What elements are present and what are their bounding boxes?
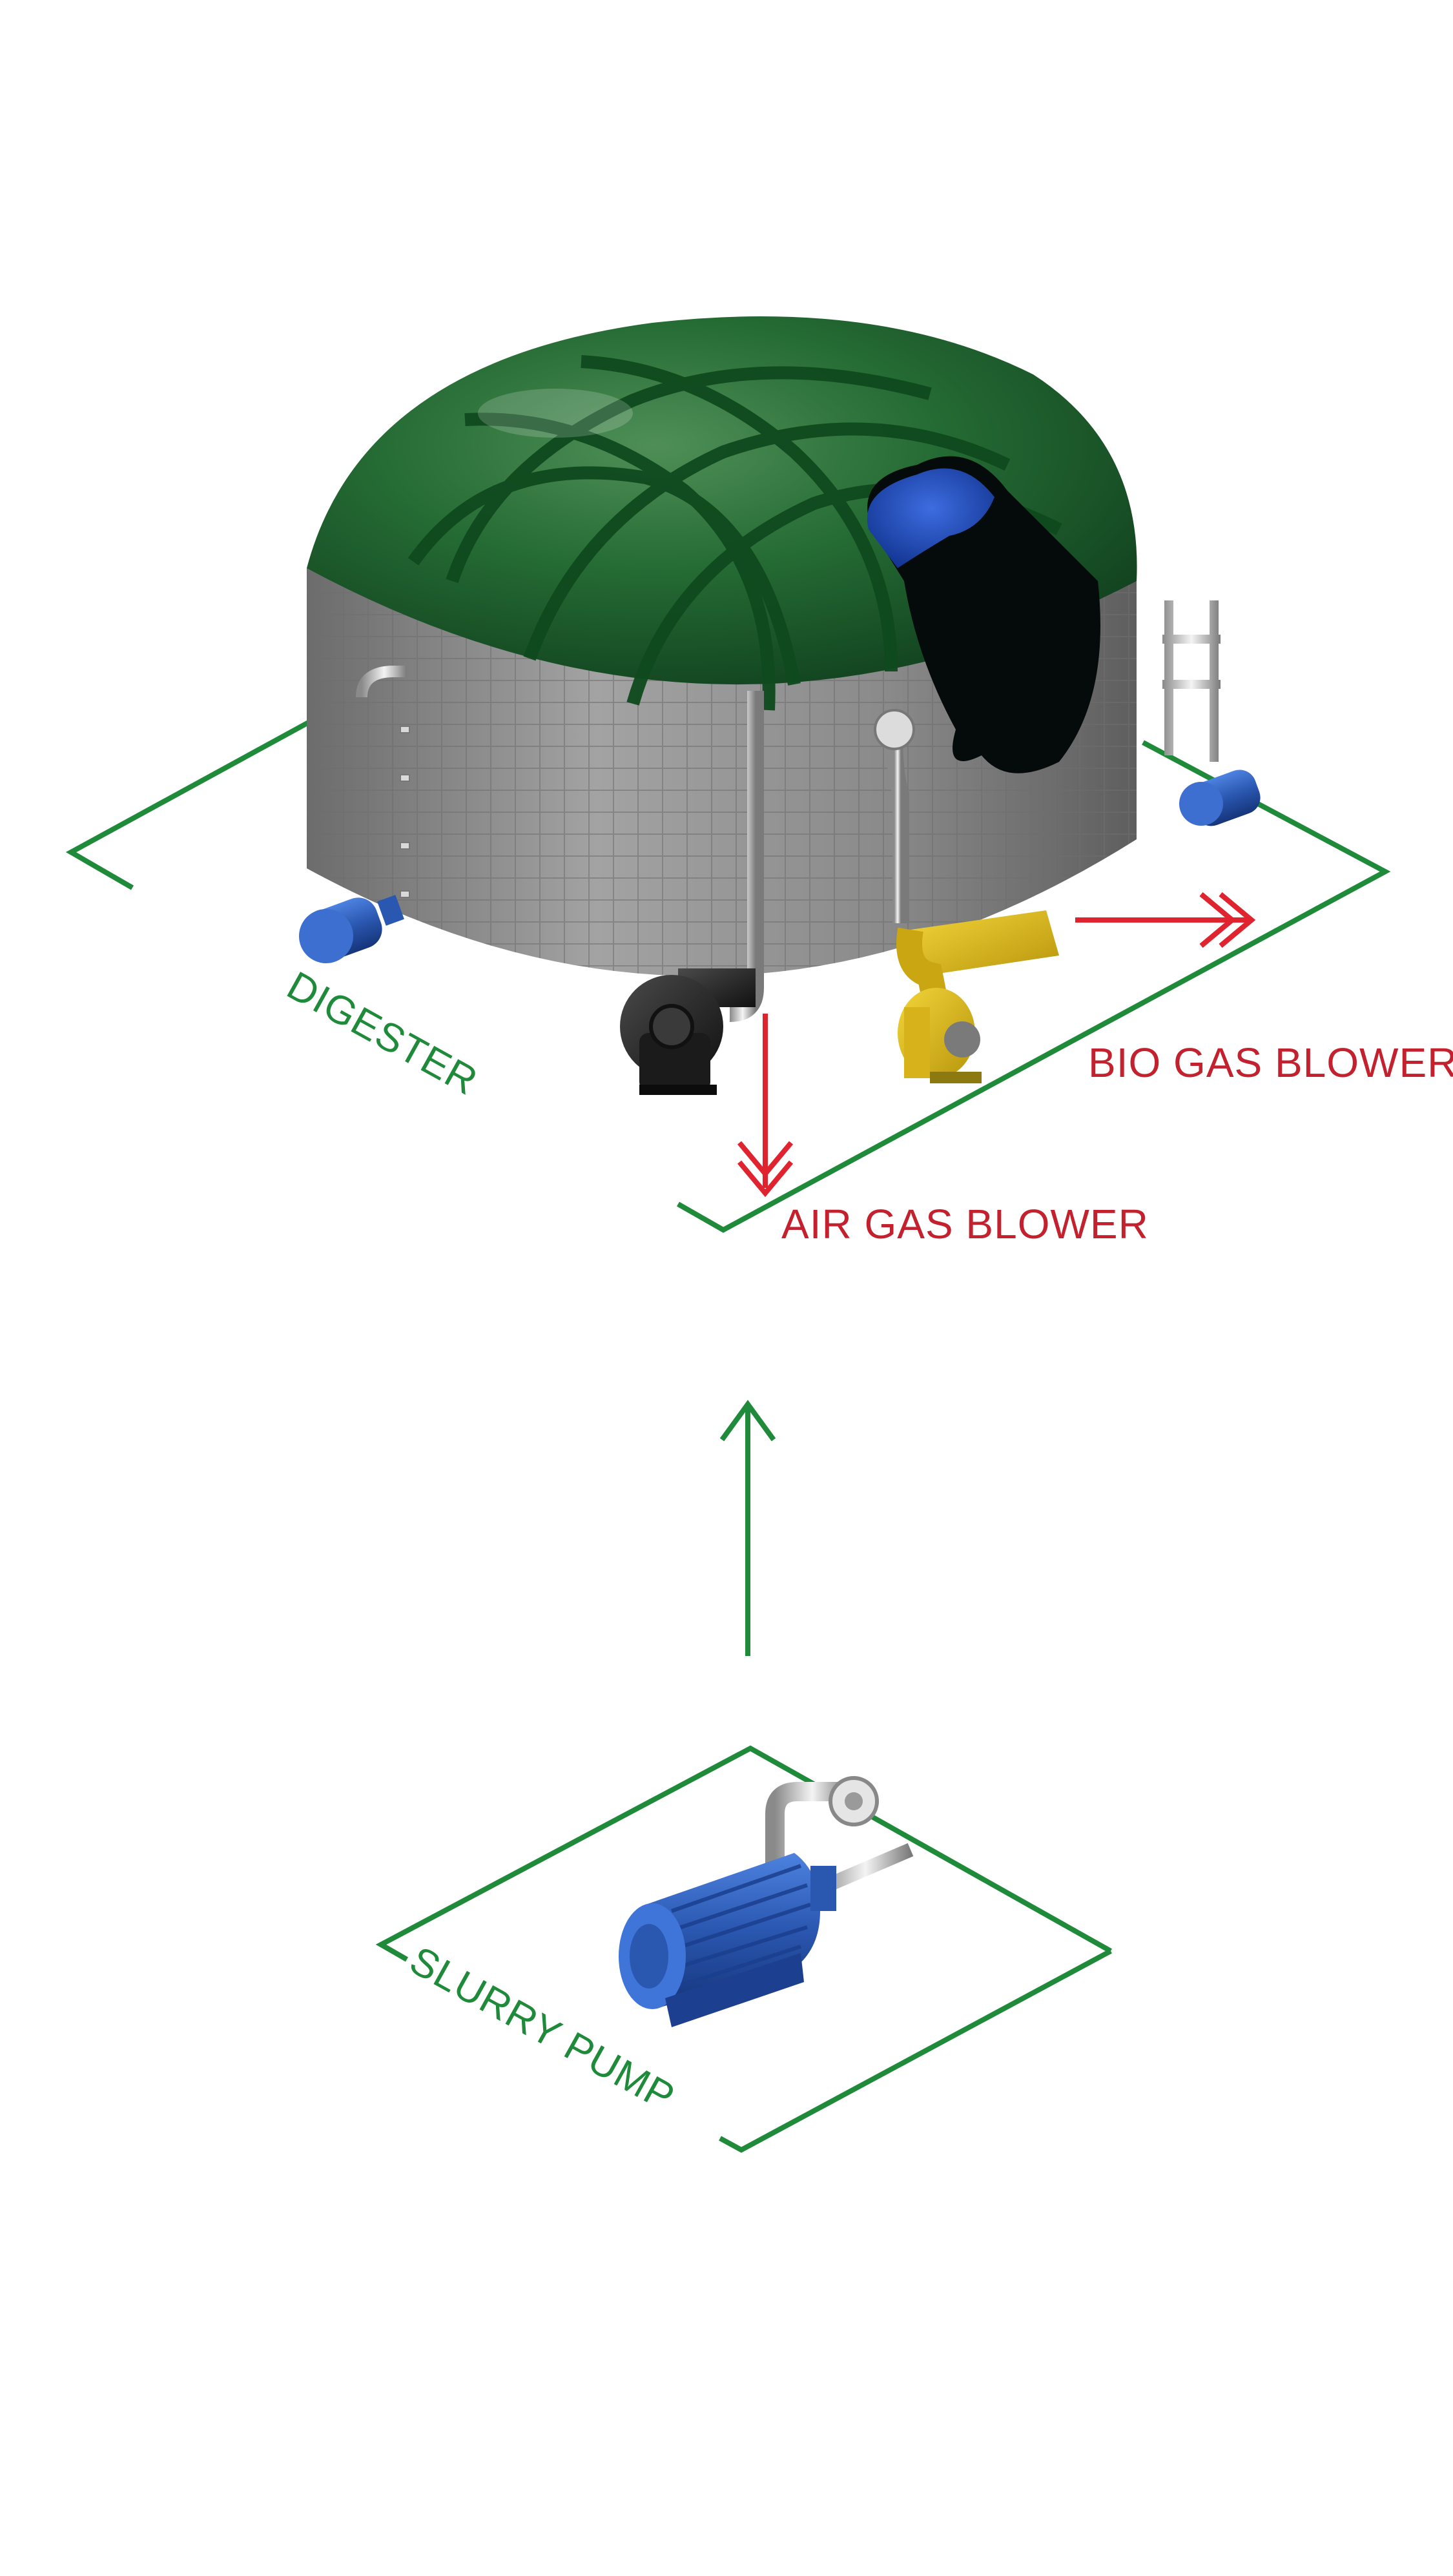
digester-zone-outline-right (677, 740, 1391, 1233)
digester-tank-icon (307, 316, 1221, 1022)
digester-zone-outline-left (65, 717, 314, 890)
digester-label: DIGESTER (280, 963, 485, 1104)
bio-gas-flow-arrow (1075, 892, 1256, 948)
bio-gas-blower-icon (896, 910, 1059, 1083)
slurry-feed-arrow (719, 1400, 776, 1656)
slurry-pump-zone-outline-right (719, 1948, 1112, 2153)
digester-mixer-pump-icon (299, 895, 404, 963)
digester-zone (65, 717, 1391, 1233)
bio-gas-blower-label: BIO GAS BLOWER (1088, 1039, 1453, 1086)
air-gas-flow-arrow (737, 1014, 794, 1198)
air-gas-blower-label: AIR GAS BLOWER (781, 1201, 1149, 1247)
slurry-pump-zone (375, 1745, 1112, 2153)
air-gas-blower-icon (620, 968, 756, 1095)
digester-recirculation-pump-icon (1179, 770, 1261, 826)
slurry-pump-zone-outline-left (375, 1745, 1112, 1962)
pump-motor-icon (619, 1776, 914, 2027)
